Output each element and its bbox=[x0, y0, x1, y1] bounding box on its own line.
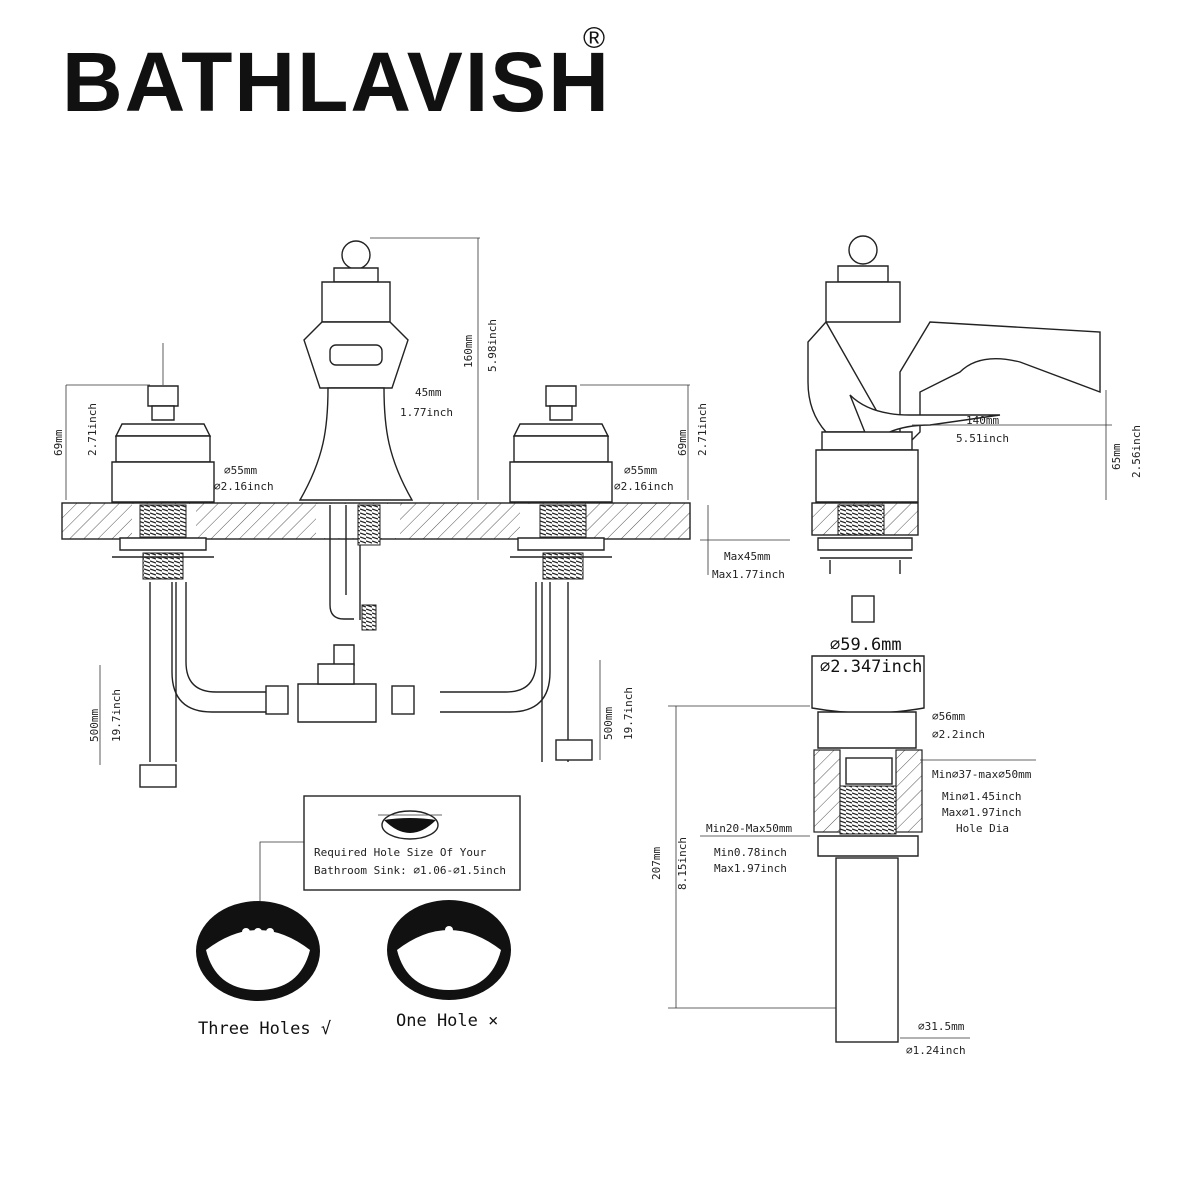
center-spout bbox=[297, 240, 414, 723]
drain-hole-max: Max⌀1.97inch bbox=[942, 806, 1021, 819]
note-line-1: Required Hole Size Of Your bbox=[314, 846, 487, 859]
three-holes-label: Three Holes √ bbox=[198, 1019, 331, 1039]
right-handle-height-mm: 69mm bbox=[676, 429, 689, 456]
left-handle bbox=[111, 343, 215, 580]
registered-mark: ® bbox=[583, 22, 606, 55]
left-handle-dia-in: ⌀2.16inch bbox=[214, 480, 274, 493]
left-handle-dia-mm: ⌀55mm bbox=[224, 464, 257, 477]
right-handle-dia-mm: ⌀55mm bbox=[624, 464, 657, 477]
left-hose-mm: 500mm bbox=[88, 709, 101, 742]
side-height-mm: 65mm bbox=[1110, 443, 1123, 470]
side-height-in: 2.56inch bbox=[1130, 425, 1143, 478]
side-reach-in: 5.51inch bbox=[956, 432, 1009, 445]
left-handle-height-mm: 69mm bbox=[52, 429, 65, 456]
drain-length-in: 8.15inch bbox=[676, 837, 689, 890]
note-line-2: Bathroom Sink: ⌀1.06-⌀1.5inch bbox=[314, 864, 506, 877]
drain-hole-range: Min⌀37-max⌀50mm bbox=[932, 768, 1032, 781]
spout-width-in: 1.77inch bbox=[400, 406, 453, 419]
side-reach-mm: 140mm bbox=[966, 414, 999, 427]
left-hose-in: 19.7inch bbox=[110, 689, 123, 742]
right-handle bbox=[509, 385, 613, 580]
drain-cap-in: ⌀2.347inch bbox=[820, 657, 922, 677]
deck-max-in: Max1.77inch bbox=[712, 568, 785, 581]
hole-size-note bbox=[255, 795, 521, 915]
drain-flange-in: ⌀2.2inch bbox=[932, 728, 985, 741]
three-holes-sink-icon bbox=[196, 901, 320, 1001]
drain-thickness-max: Max1.97inch bbox=[714, 862, 787, 875]
drain-pipe-in: ⌀1.24inch bbox=[906, 1044, 966, 1057]
spout-width-mm: 45mm bbox=[415, 386, 442, 399]
drain-hole-label: Hole Dia bbox=[956, 822, 1009, 835]
drain-thickness-min: Min0.78inch bbox=[714, 846, 787, 859]
one-hole-label: One Hole × bbox=[396, 1011, 498, 1031]
right-hose-in: 19.7inch bbox=[622, 687, 635, 740]
right-handle-height-in: 2.71inch bbox=[696, 403, 709, 456]
pop-up-drain bbox=[811, 655, 925, 1043]
drain-cap-mm: ⌀59.6mm bbox=[830, 635, 902, 655]
drain-flange-mm: ⌀56mm bbox=[932, 710, 965, 723]
drain-pipe-mm: ⌀31.5mm bbox=[918, 1020, 965, 1033]
side-view-faucet bbox=[807, 235, 1101, 623]
brand-logo: BATHLAVISH bbox=[62, 35, 611, 129]
drain-length-mm: 207mm bbox=[650, 847, 663, 880]
countertop bbox=[61, 502, 919, 540]
dimension-lines bbox=[65, 237, 1112, 1039]
drain-thickness-mm: Min20-Max50mm bbox=[706, 822, 792, 835]
right-handle-dia-in: ⌀2.16inch bbox=[614, 480, 674, 493]
right-hose-mm: 500mm bbox=[602, 707, 615, 740]
spout-height-in: 5.98inch bbox=[486, 319, 499, 372]
deck-max-mm: Max45mm bbox=[724, 550, 771, 563]
drain-hole-min: Min⌀1.45inch bbox=[942, 790, 1021, 803]
one-hole-sink-icon bbox=[387, 900, 511, 1000]
supply-hoses bbox=[139, 582, 593, 788]
spout-height-mm: 160mm bbox=[462, 335, 475, 368]
left-handle-height-in: 2.71inch bbox=[86, 403, 99, 456]
